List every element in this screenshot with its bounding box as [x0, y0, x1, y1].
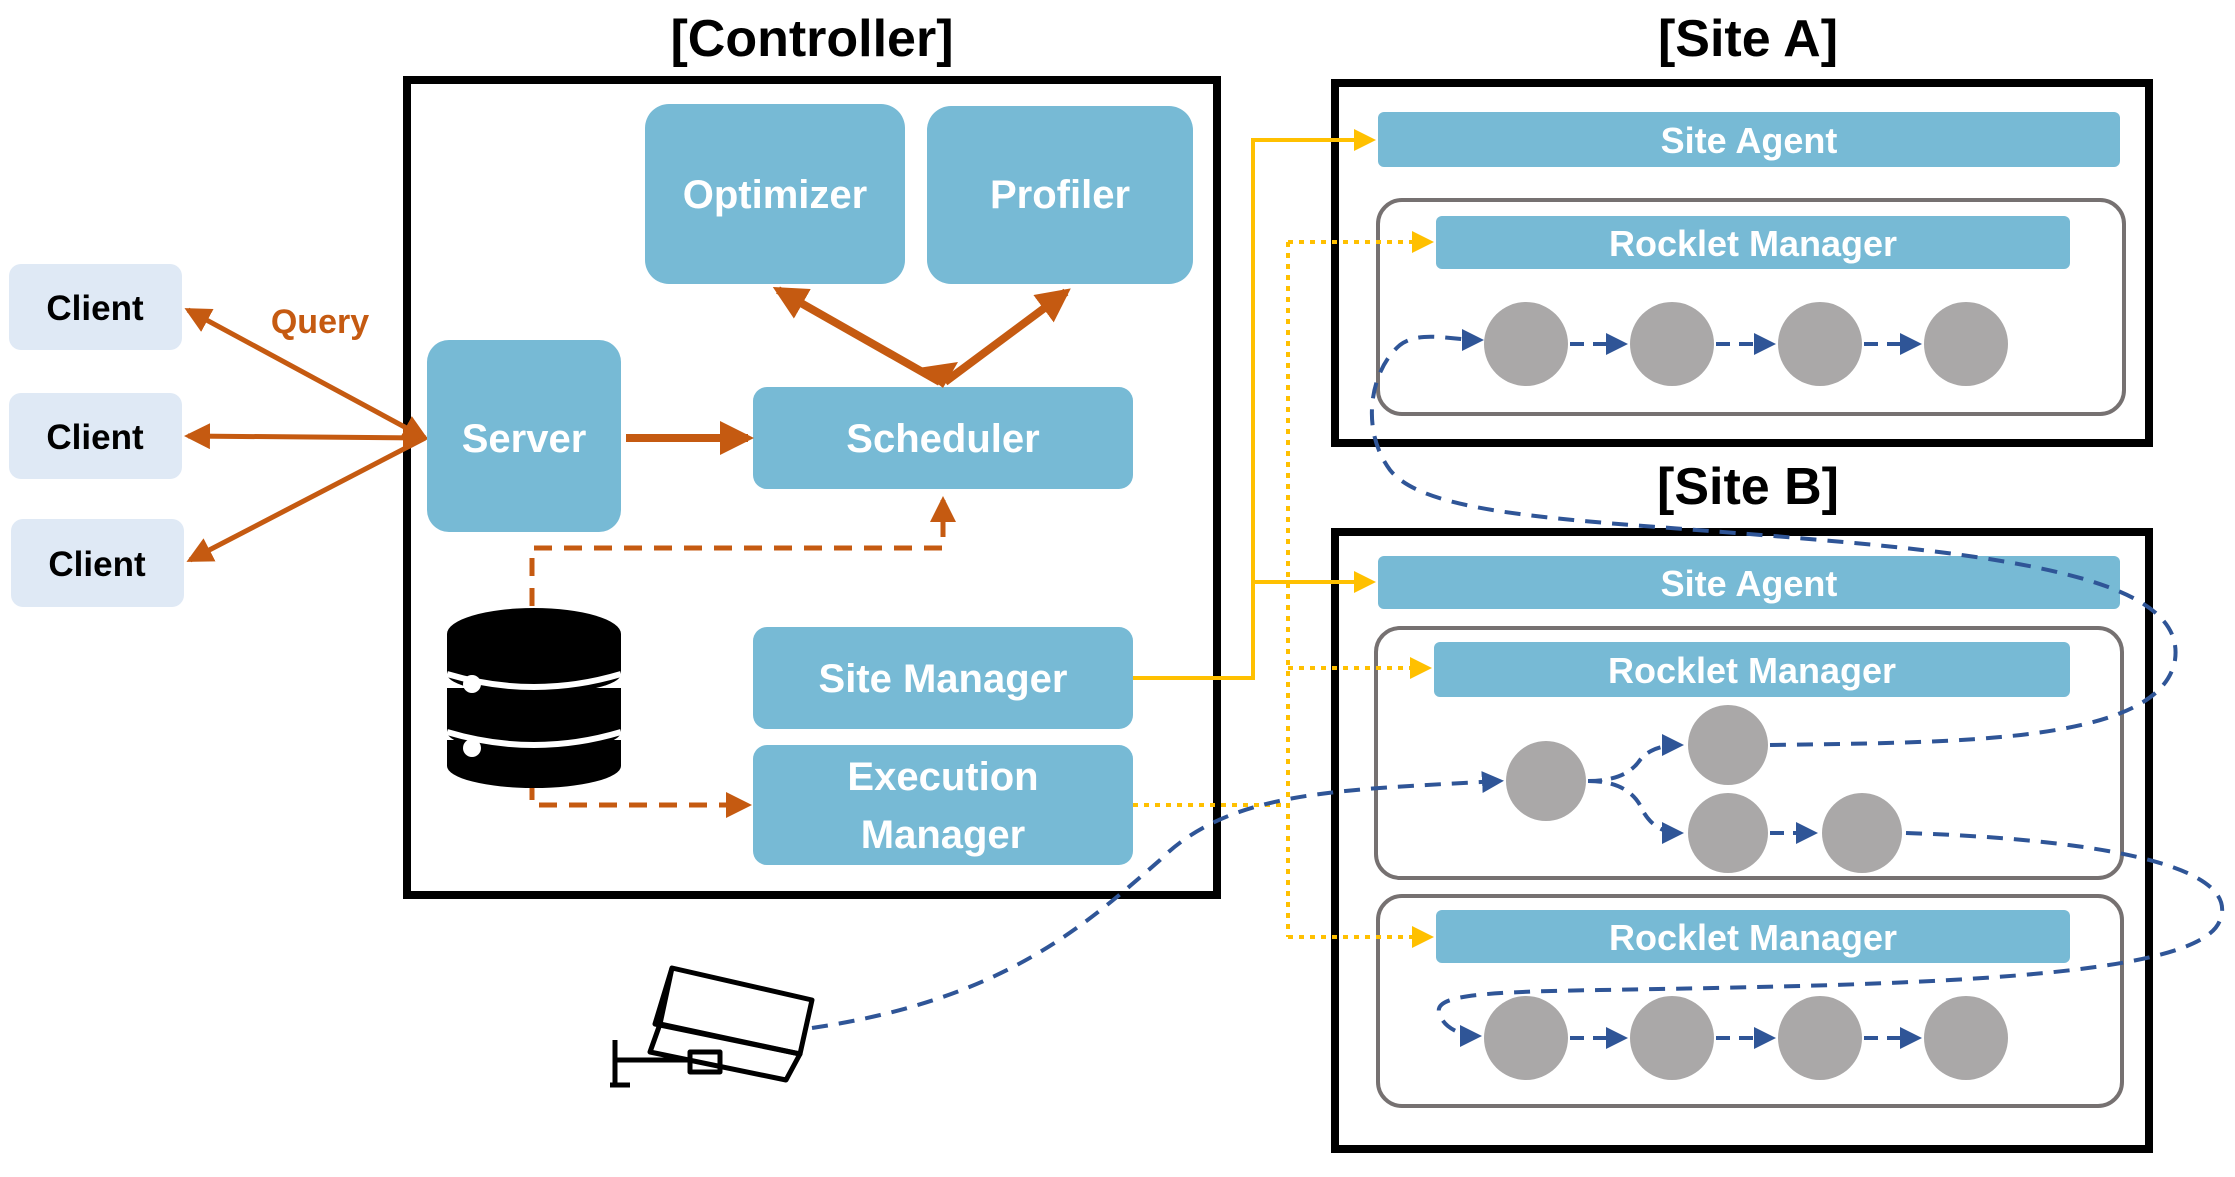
controller-frame — [403, 76, 1221, 899]
site-b-title: [Site B] — [1657, 458, 1839, 516]
site-b-group-1-nodes — [1506, 705, 1902, 873]
site-b-agent-bar[interactable]: Site Agent — [1378, 556, 2120, 609]
site-b-node-d — [1822, 793, 1902, 873]
site-b-rocklet-manager-bar-2[interactable]: Rocklet Manager — [1436, 910, 2070, 963]
client-3-label: Client — [48, 545, 146, 584]
site-b-agent-label: Site Agent — [1661, 563, 1838, 604]
query-arrows — [184, 307, 429, 563]
site-b-node-f — [1630, 996, 1714, 1080]
site-manager-label: Site Manager — [819, 657, 1068, 701]
site-a-agent-bar[interactable]: Site Agent — [1378, 112, 2120, 167]
execution-manager-links — [1133, 231, 1434, 948]
client-2[interactable]: Client — [9, 393, 182, 479]
site-b-node-b — [1688, 705, 1768, 785]
data-flow-path — [811, 328, 2224, 1047]
database-icon — [446, 608, 622, 788]
site-b-rocklet-manager-label-1: Rocklet Manager — [1608, 650, 1896, 691]
site-b-rocklet-container-2 — [1376, 894, 2124, 1108]
site-b-frame — [1331, 528, 2153, 1153]
site-b-rocklet-container-1 — [1374, 626, 2124, 880]
execution-manager-box[interactable]: Execution Manager — [753, 745, 1133, 865]
optimizer-label: Optimizer — [683, 173, 867, 217]
database-arrows — [529, 496, 956, 818]
site-a-rocklet-manager-label: Rocklet Manager — [1609, 223, 1897, 264]
site-a-rocklet-container — [1376, 198, 2126, 416]
site-manager-box[interactable]: Site Manager — [753, 627, 1133, 729]
site-a-agent-label: Site Agent — [1661, 120, 1838, 161]
optimizer-box[interactable]: Optimizer — [645, 104, 905, 284]
site-b-rocklet-manager-bar-1[interactable]: Rocklet Manager — [1434, 642, 2070, 697]
site-b-node-e — [1484, 996, 1568, 1080]
camera-icon — [610, 965, 815, 1088]
controller-title: [Controller] — [670, 10, 953, 68]
site-b-group-1-arrows — [1587, 734, 1818, 844]
execution-manager-label-line1: Execution — [847, 755, 1038, 799]
server-label: Server — [462, 417, 587, 461]
site-b-node-g — [1778, 996, 1862, 1080]
controller-arrows — [626, 286, 1071, 455]
site-manager-links — [1133, 129, 1376, 680]
site-a-node-3 — [1778, 302, 1862, 386]
site-a-node-1 — [1484, 302, 1568, 386]
server-box[interactable]: Server — [427, 340, 621, 532]
site-b-node-a — [1506, 741, 1586, 821]
scheduler-label: Scheduler — [846, 417, 1039, 461]
site-b-node-h — [1924, 996, 2008, 1080]
site-a-rocklet-manager-bar[interactable]: Rocklet Manager — [1436, 216, 2070, 269]
profiler-box[interactable]: Profiler — [927, 106, 1193, 284]
site-a-node-2 — [1630, 302, 1714, 386]
scheduler-arrowhead — [918, 362, 958, 388]
site-a-node-4 — [1924, 302, 2008, 386]
query-label: Query — [271, 303, 369, 341]
site-b-group-2-nodes — [1484, 996, 2008, 1080]
scheduler-box[interactable]: Scheduler — [753, 387, 1133, 489]
site-a-nodes — [1484, 302, 2008, 386]
profiler-label: Profiler — [990, 173, 1130, 217]
client-1[interactable]: Client — [9, 264, 182, 350]
execution-manager-label-line2: Manager — [861, 813, 1026, 857]
client-2-label: Client — [46, 418, 144, 457]
site-a-frame — [1331, 79, 2153, 447]
client-3[interactable]: Client — [11, 519, 184, 607]
site-a-title: [Site A] — [1658, 10, 1838, 68]
client-1-label: Client — [46, 289, 144, 328]
site-b-rocklet-manager-label-2: Rocklet Manager — [1609, 917, 1897, 958]
site-b-node-c — [1688, 793, 1768, 873]
